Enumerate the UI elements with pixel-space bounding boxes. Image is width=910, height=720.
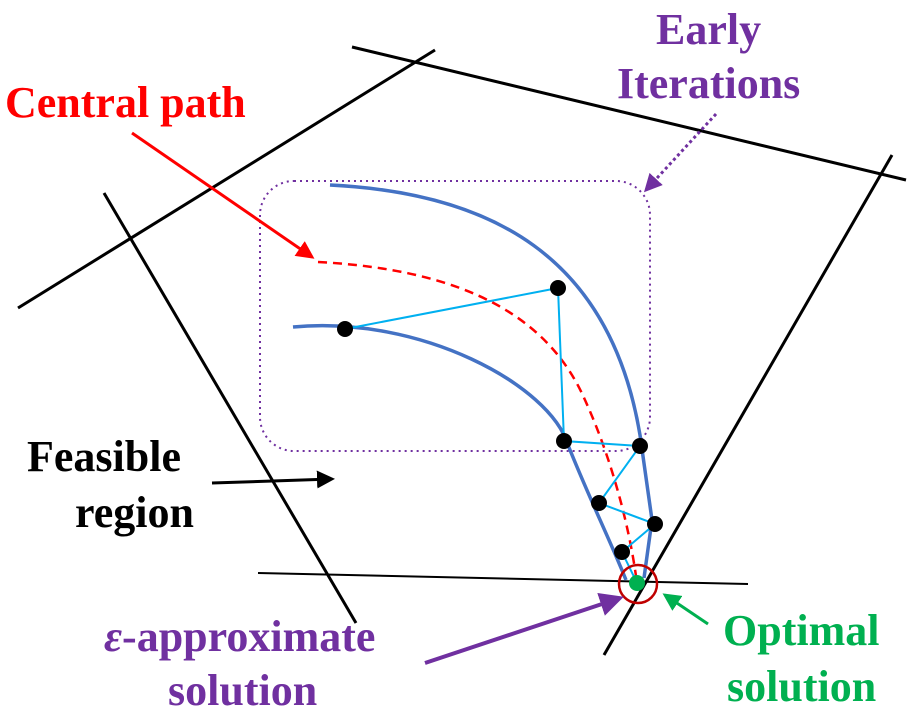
iterate-point	[647, 516, 663, 532]
optimal-point	[629, 575, 645, 591]
epsilon-approximate-text: -approximate	[122, 612, 376, 661]
epsilon-region-circle	[617, 563, 659, 605]
constraint-line-top-left	[17, 48, 436, 310]
iterate-point	[550, 280, 566, 296]
iterate-point	[337, 321, 353, 337]
iterate-point	[556, 433, 572, 449]
constraint-line-left	[102, 192, 358, 624]
central-path-label: Central path	[5, 78, 246, 127]
epsilon-symbol: ε	[104, 612, 123, 661]
iterate-point	[632, 438, 648, 454]
feasible-region-arrow	[211, 470, 335, 489]
boundary-curve-outer	[329, 183, 654, 579]
early-iterations-label-line1: Early	[656, 5, 762, 54]
optimal-solution-arrow	[662, 593, 709, 626]
optimal-solution-label-line2: solution	[727, 662, 877, 711]
central-path-curve	[317, 260, 638, 577]
iterate-point	[614, 544, 630, 560]
iterate-point	[591, 495, 607, 511]
early-iterations-arrow	[643, 112, 718, 193]
constraint-line-bottom	[257, 572, 749, 585]
epsilon-approximate-arrow	[424, 592, 624, 665]
optimal-solution-label-line1: Optimal	[723, 606, 880, 655]
feasible-region-label-line2: region	[75, 488, 194, 537]
constraint-line-right	[602, 154, 894, 656]
constraint-line-top-right	[351, 45, 907, 182]
early-iterations-label-line2: Iterations	[617, 59, 801, 108]
central-path-arrow	[131, 131, 315, 259]
epsilon-approximate-label-line1: ε-approximate	[104, 612, 375, 662]
epsilon-approximate-label-line2: solution	[168, 666, 318, 715]
boundary-curve-inner	[292, 324, 628, 581]
feasible-region-label-line1: Feasible	[27, 432, 181, 481]
early-iterations-box	[259, 180, 651, 452]
